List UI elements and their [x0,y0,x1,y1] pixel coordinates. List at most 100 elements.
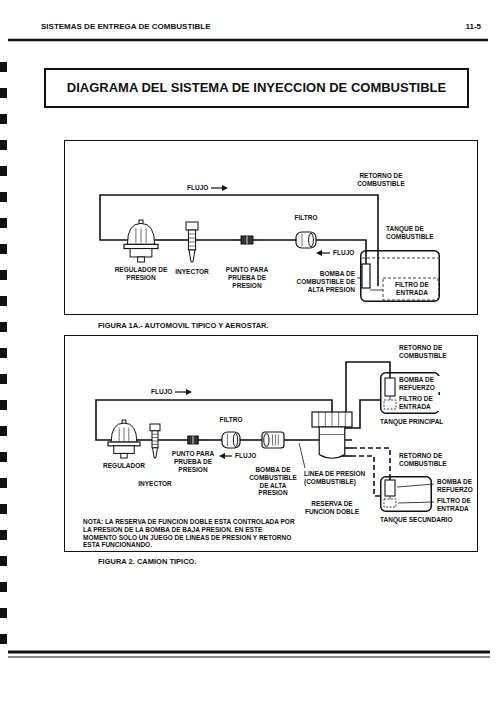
filter-seam [302,234,303,247]
fuel-line [198,239,232,241]
header-rule [8,39,488,42]
regulator-outlet [121,453,127,458]
pressure-test-point: PUNTO PARA PRUEBA DE PRESION [232,236,262,244]
page-number: 11-5 [420,22,482,32]
symbol-group [381,373,440,414]
part-label: BOMBA DE REFUERZO [398,376,440,392]
valve-ports [332,412,333,427]
binding-mark [0,62,7,72]
injector-drawing [150,424,160,458]
binding-mark [0,88,7,98]
valve-ports [318,412,319,427]
inlet-filter [384,499,396,507]
injector-ribs [188,238,195,239]
fuel-line [140,439,150,441]
regulator-dome [111,423,137,442]
part-label: PUNTO PARA PRUEBA DE PRESION [219,266,275,289]
running-header: SISTEMAS DE ENTREGA DE COMBUSTIBLE [40,22,342,32]
inlet-filter [384,400,396,409]
test-port-valve [247,236,248,244]
injector-ribs [152,441,158,442]
fuel-line [352,400,380,428]
return-tube [377,250,379,286]
binding-mark [0,556,7,566]
injector-drawing [186,222,198,262]
injector-ribs [152,437,158,438]
binding-mark [0,348,7,358]
part-label: INYECTOR [132,480,178,488]
regulator-shading [128,428,129,441]
symbol-group [262,432,284,448]
title-text: DIAGRAMA DEL SISTEMA DE INYECCION DE COM… [46,80,467,96]
binding-mark [0,140,7,150]
figure-caption: FIGURA 2. CAMION TIPICO. [98,557,458,566]
flow-label: FLUJO [186,184,209,192]
pump-ribs [272,434,273,445]
pump-link [390,496,391,499]
part-label: BOMBA DE COMBUSTIBLE DE ALTA PRESION [246,466,300,497]
regulator-dome [127,223,154,244]
fuel-line [100,195,378,250]
binding-mark [0,296,7,306]
fuel-line [262,239,296,241]
binding-mark [0,634,7,644]
injector-connector [150,424,160,431]
binding-mark [0,218,7,228]
part-label: TANQUE PRINCIPAL [380,418,450,426]
filter-end [309,233,314,246]
binding-mark [0,400,7,410]
binding-mark [0,426,7,436]
valve-ports [338,412,339,427]
binding-marks [0,62,7,644]
binding-mark [0,192,7,202]
binding-mark [0,504,7,514]
binding-mark [0,374,7,384]
pressure-regulator: REGULADOR DE PRESION [124,220,158,262]
filter-housing [222,432,240,448]
dual-function-reservoir-drawing [312,412,352,462]
symbol-group [312,412,352,458]
fuel-line [284,439,312,441]
injector-ribs [188,242,195,243]
pump-body [262,432,284,448]
part-label: REGULADOR [96,462,152,470]
inlet-filter-link [370,290,383,291]
dual-function-reservoir: RESERVA DE FUNCION DOBLE [312,412,352,462]
pump-ribs [278,434,279,445]
binding-mark [0,582,7,592]
regulator-body [114,446,134,454]
fuel-filter-drawing [296,232,316,248]
fuel-line [206,439,222,441]
symbol-group [222,432,240,448]
note-text: NOTA: LA RESERVA DE FUNCION DOBLE ESTA C… [82,518,296,549]
symbol-group [232,236,262,244]
pressure-test-point-drawing [232,236,262,244]
line-label: RETORNO DE COMBUSTIBLE [398,344,462,360]
part-label: RESERVA DE FUNCION DOBLE [304,500,360,516]
symbol-group [381,477,432,512]
pressure-regulator-drawing [108,420,140,458]
test-port-valve [193,436,194,444]
filter-end [233,433,237,446]
secondary-tank: TANQUE SECUNDARIO [380,476,432,512]
injector-ribs [188,246,195,247]
leader-line [397,484,434,487]
part-label: FILTRO [286,214,326,222]
canister-band [319,434,345,435]
binding-mark [0,322,7,332]
filter-seam [227,434,228,447]
footer-rule [8,657,490,658]
flow-label: FLUJO [150,388,173,396]
binding-mark [0,452,7,462]
binding-mark [0,608,7,618]
injector-body [152,431,158,448]
regulator-shading [141,228,142,243]
fuel-filter-drawing [222,432,240,448]
test-port-fitting [241,236,253,244]
tank-outline [381,373,440,414]
injector-tip [153,448,158,458]
binding-mark [0,270,7,280]
inlet-filter-outline [383,278,438,300]
pump-end [264,433,269,446]
regulator-shading [146,228,147,243]
